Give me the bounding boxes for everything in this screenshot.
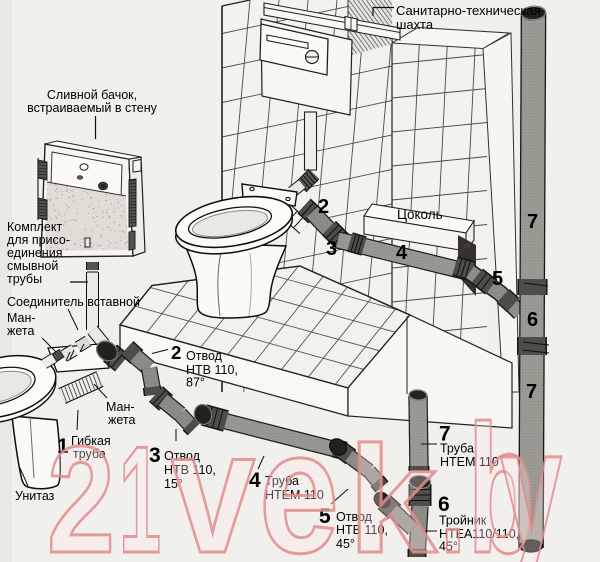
svg-text:2: 2 <box>171 342 181 363</box>
svg-text:3: 3 <box>326 238 337 260</box>
svg-text:Тройник: Тройник <box>439 514 487 528</box>
svg-text:4: 4 <box>249 469 261 492</box>
svg-text:НТВ 110,: НТВ 110, <box>336 523 388 537</box>
svg-text:встраиваемый в стену: встраиваемый в стену <box>27 101 158 115</box>
svg-text:Отвод: Отвод <box>336 510 373 524</box>
svg-text:y: y <box>500 390 562 562</box>
svg-text:3: 3 <box>149 444 161 467</box>
svg-text:2: 2 <box>47 415 115 562</box>
svg-text:5: 5 <box>492 268 503 290</box>
svg-text:7: 7 <box>526 381 537 403</box>
svg-text:Отвод: Отвод <box>186 349 223 363</box>
svg-text:1: 1 <box>57 435 69 458</box>
svg-text:для присо-: для присо- <box>7 233 70 247</box>
svg-text:6: 6 <box>438 493 450 516</box>
svg-text:смывной: смывной <box>7 259 58 273</box>
svg-text:6: 6 <box>527 309 538 331</box>
svg-text:НТВ 110,: НТВ 110, <box>164 463 216 477</box>
svg-text:жета: жета <box>108 413 135 427</box>
svg-text:Цоколь: Цоколь <box>397 207 443 222</box>
svg-text:7: 7 <box>439 423 451 446</box>
svg-text:Унитаз: Унитаз <box>15 489 55 503</box>
svg-text:15°: 15° <box>164 477 183 491</box>
svg-text:НТЕМ 110: НТЕМ 110 <box>440 455 499 469</box>
svg-text:трубы: трубы <box>7 272 42 286</box>
svg-text:Соединитель вставной: Соединитель вставной <box>7 295 140 309</box>
svg-text:.: . <box>441 415 465 562</box>
svg-text:Труба: Труба <box>265 474 299 488</box>
svg-text:НТВ 110,: НТВ 110, <box>186 363 238 377</box>
svg-text:Ман-: Ман- <box>106 400 135 414</box>
svg-text:5: 5 <box>319 505 331 528</box>
svg-text:e: e <box>259 395 339 562</box>
svg-text:7: 7 <box>527 211 538 233</box>
svg-text:Ман-: Ман- <box>7 311 36 325</box>
svg-text:Гибкая: Гибкая <box>71 434 111 448</box>
svg-text:4: 4 <box>396 242 408 264</box>
svg-text:87°: 87° <box>186 376 205 390</box>
svg-text:Труба: Труба <box>440 442 474 456</box>
svg-text:НТЕМ 110: НТЕМ 110 <box>265 488 324 502</box>
svg-text:45°: 45° <box>336 537 355 551</box>
svg-text:Отвод: Отвод <box>164 449 201 463</box>
svg-text:Санитарно-техническая: Санитарно-техническая <box>396 3 541 18</box>
svg-text:НТЕА110/110,: НТЕА110/110, <box>439 527 519 541</box>
svg-text:труба: труба <box>73 447 106 461</box>
svg-text:k: k <box>348 415 437 562</box>
svg-text:45°: 45° <box>439 540 458 554</box>
svg-text:v: v <box>171 395 255 562</box>
svg-text:Комплект: Комплект <box>7 220 62 234</box>
svg-text:2: 2 <box>318 196 329 218</box>
svg-text:шахта: шахта <box>396 17 434 32</box>
svg-text:жета: жета <box>7 324 34 338</box>
svg-text:единения: единения <box>7 246 62 260</box>
svg-text:Сливной бачок,: Сливной бачок, <box>47 88 137 102</box>
svg-text:b: b <box>468 387 535 562</box>
svg-text:1: 1 <box>119 415 161 562</box>
